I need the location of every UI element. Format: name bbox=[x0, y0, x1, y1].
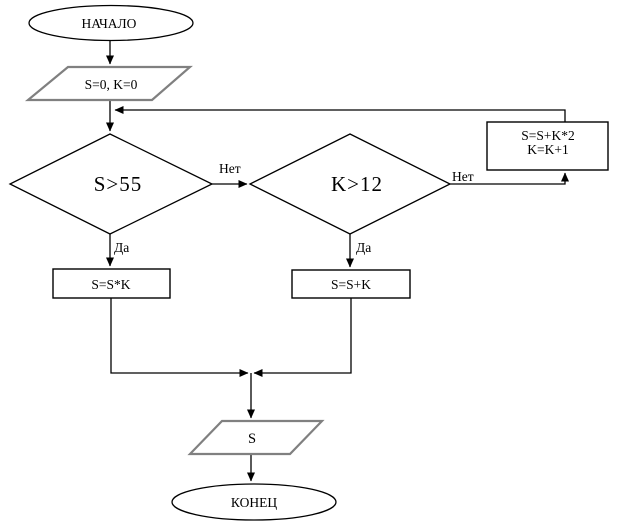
loopbody-process bbox=[486, 121, 609, 171]
cond2-yes-label: Да bbox=[356, 240, 371, 255]
cond2-no-label: Нет bbox=[452, 169, 474, 184]
add-label: S=S+K bbox=[331, 277, 371, 292]
add-process bbox=[291, 269, 411, 299]
loopbody-line1: S=S+K*2 bbox=[521, 128, 575, 143]
cond1-decision bbox=[8, 133, 214, 235]
mul-label: S=S*K bbox=[91, 277, 130, 292]
cond2-label: K>12 bbox=[331, 172, 383, 196]
loopbody-line2: K=K+1 bbox=[527, 142, 568, 157]
cond2-decision bbox=[248, 133, 452, 235]
edge-loopbody-back-to-cond1 bbox=[114, 106, 566, 122]
edge-cond2-no-to-loopbody bbox=[450, 172, 569, 185]
cond1-label: S>55 bbox=[94, 172, 143, 196]
output-label: S bbox=[248, 431, 256, 447]
end-label: КОНЕЦ bbox=[231, 495, 277, 510]
init-io-parallelogram bbox=[24, 65, 193, 102]
start-label: НАЧАЛО bbox=[82, 16, 137, 31]
cond1-no-label: Нет bbox=[219, 161, 241, 176]
edge-add-to-merge bbox=[253, 298, 352, 377]
cond1-yes-label: Да bbox=[114, 240, 129, 255]
mul-process bbox=[52, 268, 171, 299]
end-terminator bbox=[171, 483, 337, 521]
output-io-parallelogram bbox=[187, 419, 325, 456]
start-terminator bbox=[28, 4, 194, 42]
edge-mul-to-merge bbox=[110, 298, 249, 377]
init-label: S=0, K=0 bbox=[85, 77, 138, 92]
